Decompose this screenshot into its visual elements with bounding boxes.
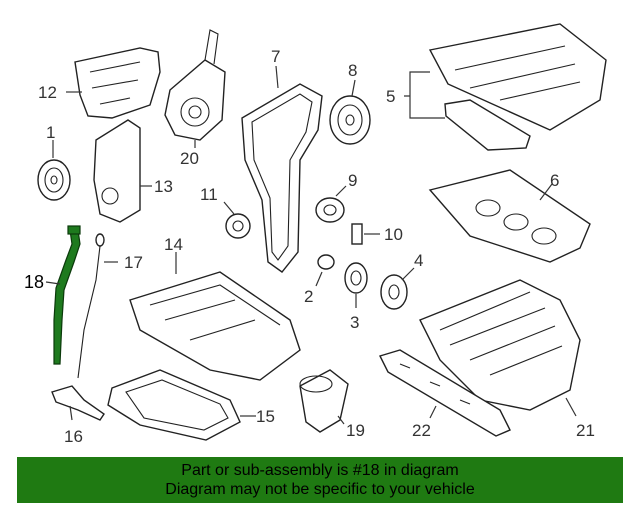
part-15-oil-pan[interactable]: [107, 369, 241, 441]
part-9-tensioner[interactable]: [315, 197, 345, 223]
part-6-gasket[interactable]: [428, 169, 591, 263]
callout-2[interactable]: 2: [304, 287, 313, 306]
callout-10[interactable]: 10: [384, 225, 403, 244]
part-7-timing-belt[interactable]: [241, 83, 323, 273]
callout-16[interactable]: 16: [64, 427, 83, 446]
part-1-crank-pulley[interactable]: [37, 159, 71, 201]
engine-parts-diagram: 12 20 1 13 7 8 9: [24, 23, 607, 446]
callout-13[interactable]: 13: [154, 177, 173, 196]
part-4-gear[interactable]: [380, 274, 408, 310]
part-20-oil-pump[interactable]: [164, 29, 226, 141]
callout-15[interactable]: 15: [256, 407, 275, 426]
callout-9[interactable]: 9: [348, 171, 357, 190]
callout-8[interactable]: 8: [348, 61, 357, 80]
part-11-idler[interactable]: [225, 213, 251, 239]
banner-line-1: Part or sub-assembly is #18 in diagram: [181, 462, 459, 479]
part-12-timing-cover[interactable]: [74, 47, 161, 119]
part-17-dipstick[interactable]: [77, 233, 105, 379]
part-21-intake-manifold[interactable]: [419, 279, 581, 411]
callout-7[interactable]: 7: [271, 47, 280, 66]
callout-12[interactable]: 12: [38, 83, 57, 102]
part-18-dipstick-tube[interactable]: [53, 225, 81, 365]
callout-1[interactable]: 1: [46, 123, 55, 142]
part-19-oil-filter[interactable]: [299, 369, 349, 433]
part-2-plug[interactable]: [317, 254, 335, 270]
callout-20[interactable]: 20: [180, 149, 199, 168]
callout-14[interactable]: 14: [164, 235, 183, 254]
callout-21[interactable]: 21: [576, 421, 595, 440]
part-22-manifold-gasket[interactable]: [379, 349, 511, 437]
callout-4[interactable]: 4: [414, 251, 423, 270]
callout-17[interactable]: 17: [124, 253, 143, 272]
callout-19[interactable]: 19: [346, 421, 365, 440]
callout-22[interactable]: 22: [412, 421, 431, 440]
part-3-seal[interactable]: [344, 262, 368, 294]
part-8-cam-pulley[interactable]: [329, 95, 371, 145]
part-14-oil-pan-upper[interactable]: [129, 271, 301, 381]
callout-11[interactable]: 11: [200, 185, 218, 204]
info-banner: Part or sub-assembly is #18 in diagram D…: [17, 457, 623, 503]
callout-5[interactable]: 5: [386, 87, 395, 106]
part-10-bolt[interactable]: [351, 223, 363, 245]
banner-line-2: Diagram may not be specific to your vehi…: [165, 481, 475, 498]
part-16-strainer[interactable]: [51, 385, 105, 421]
callout-3[interactable]: 3: [350, 313, 359, 332]
part-13-lower-cover[interactable]: [93, 119, 141, 223]
callout-18[interactable]: 18: [24, 272, 44, 292]
callout-6[interactable]: 6: [550, 171, 559, 190]
part-5-valve-cover[interactable]: [428, 23, 607, 151]
